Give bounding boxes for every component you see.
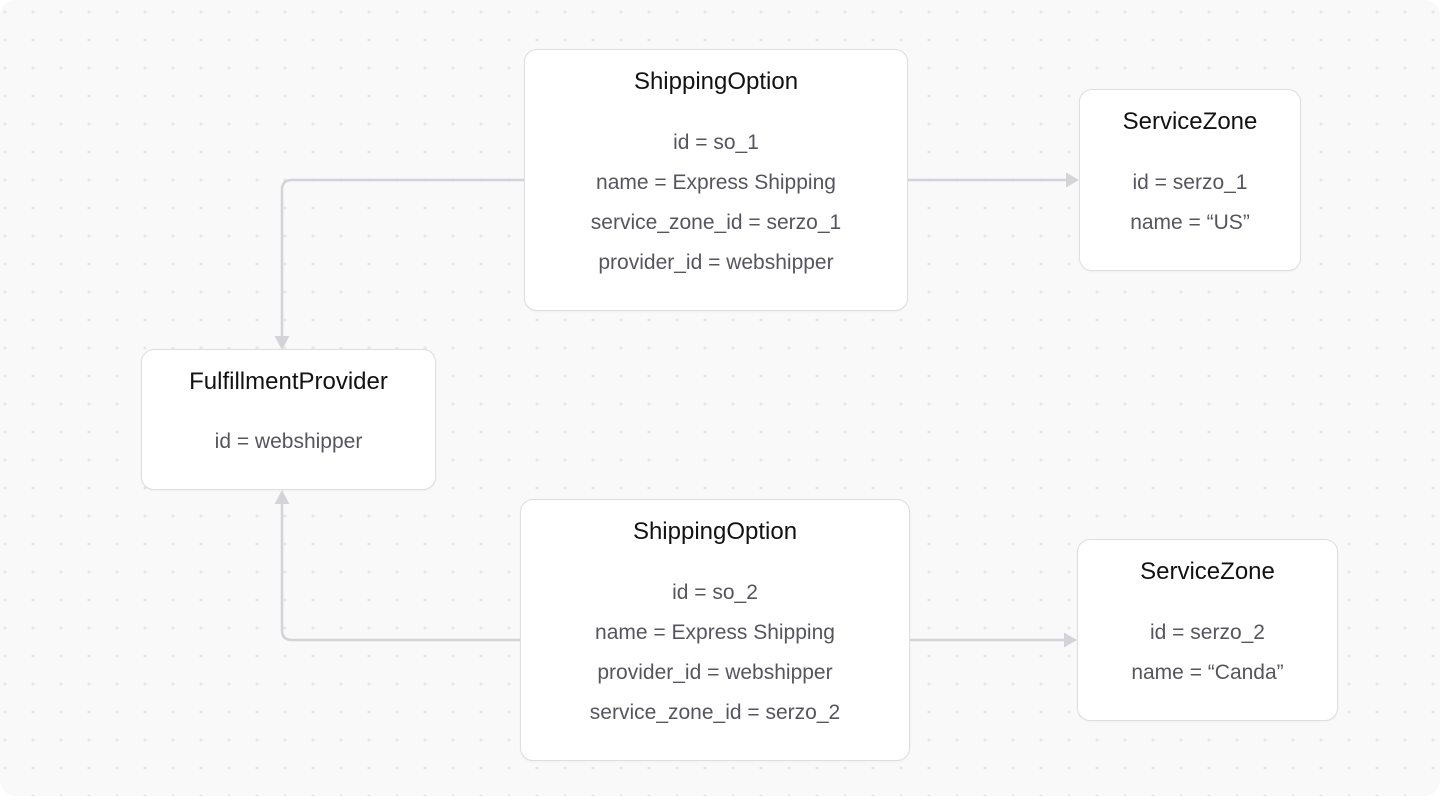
edge-shipping-option-2-to-service-zone-2	[910, 632, 1077, 648]
node-field-name: name = Express Shipping	[596, 171, 836, 194]
node-field-id: id = webshipper	[214, 430, 363, 453]
node-service-zone-2[interactable]: ServiceZone id = serzo_2 name = “Canda”	[1077, 539, 1338, 721]
node-field-id: id = so_2	[672, 581, 758, 604]
edge-shipping-option-1-to-service-zone-1	[908, 172, 1079, 188]
node-fulfillment-provider[interactable]: FulfillmentProvider id = webshipper	[141, 349, 436, 490]
node-field-provider-id: provider_id = webshipper	[598, 251, 834, 274]
node-fields: id = so_1 name = Express Shipping servic…	[591, 123, 841, 283]
node-field-name: name = “US”	[1130, 211, 1250, 234]
node-fields: id = webshipper	[215, 422, 363, 462]
node-fields: id = so_2 name = Express Shipping provid…	[590, 573, 840, 733]
node-field-id: id = so_1	[673, 131, 759, 154]
node-field-id: id = serzo_1	[1132, 171, 1248, 194]
node-field-service-zone-id: service_zone_id = serzo_1	[590, 211, 842, 234]
node-field-name: name = “Canda”	[1131, 661, 1284, 684]
node-title: ServiceZone	[1140, 558, 1275, 585]
node-title: ShippingOption	[632, 518, 798, 545]
node-fields: id = serzo_1 name = “US”	[1130, 163, 1250, 243]
node-field-id: id = serzo_2	[1150, 621, 1265, 644]
node-title: ServiceZone	[1122, 108, 1258, 135]
edge-shipping-option-2-to-fulfillment-provider	[274, 490, 520, 642]
node-field-name: name = Express Shipping	[595, 621, 835, 644]
edge-shipping-option-1-to-fulfillment-provider	[274, 178, 524, 350]
node-shipping-option-1[interactable]: ShippingOption id = so_1 name = Express …	[524, 49, 908, 311]
node-field-provider-id: provider_id = webshipper	[597, 661, 833, 684]
node-service-zone-1[interactable]: ServiceZone id = serzo_1 name = “US”	[1079, 89, 1301, 271]
node-title: ShippingOption	[633, 68, 799, 95]
node-title: FulfillmentProvider	[189, 368, 388, 395]
node-field-service-zone-id: service_zone_id = serzo_2	[589, 701, 841, 724]
node-shipping-option-2[interactable]: ShippingOption id = so_2 name = Express …	[520, 499, 910, 761]
node-fields: id = serzo_2 name = “Canda”	[1131, 613, 1283, 693]
